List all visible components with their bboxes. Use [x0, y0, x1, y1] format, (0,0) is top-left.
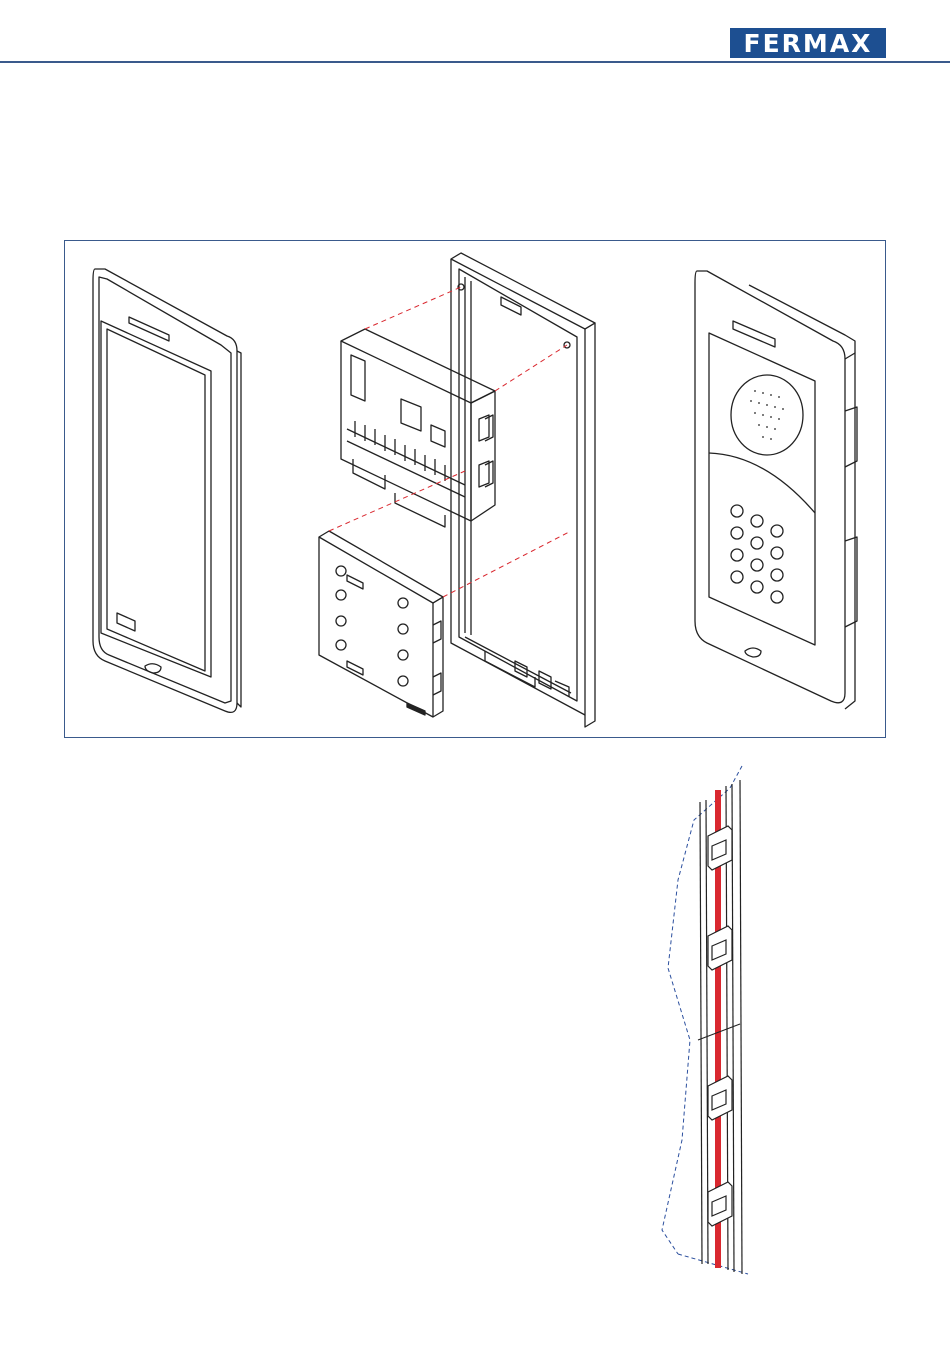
speaker-grille [750, 390, 784, 440]
fermax-logo: FERMAX [730, 28, 886, 58]
keypad-module [319, 531, 443, 717]
keypad-buttons [731, 505, 783, 603]
exploded-view-drawing [65, 241, 887, 739]
side-detail-drawing [650, 760, 780, 1285]
audio-module [341, 329, 495, 527]
assembled-panel [695, 271, 857, 709]
front-frame [93, 269, 241, 712]
logo-text: FERMAX [744, 31, 873, 56]
rear-box [451, 253, 595, 727]
header-rule [0, 61, 950, 63]
assembly-guide-lines [329, 287, 571, 597]
exploded-view-figure [64, 240, 886, 738]
side-detail-figure [650, 760, 780, 1285]
